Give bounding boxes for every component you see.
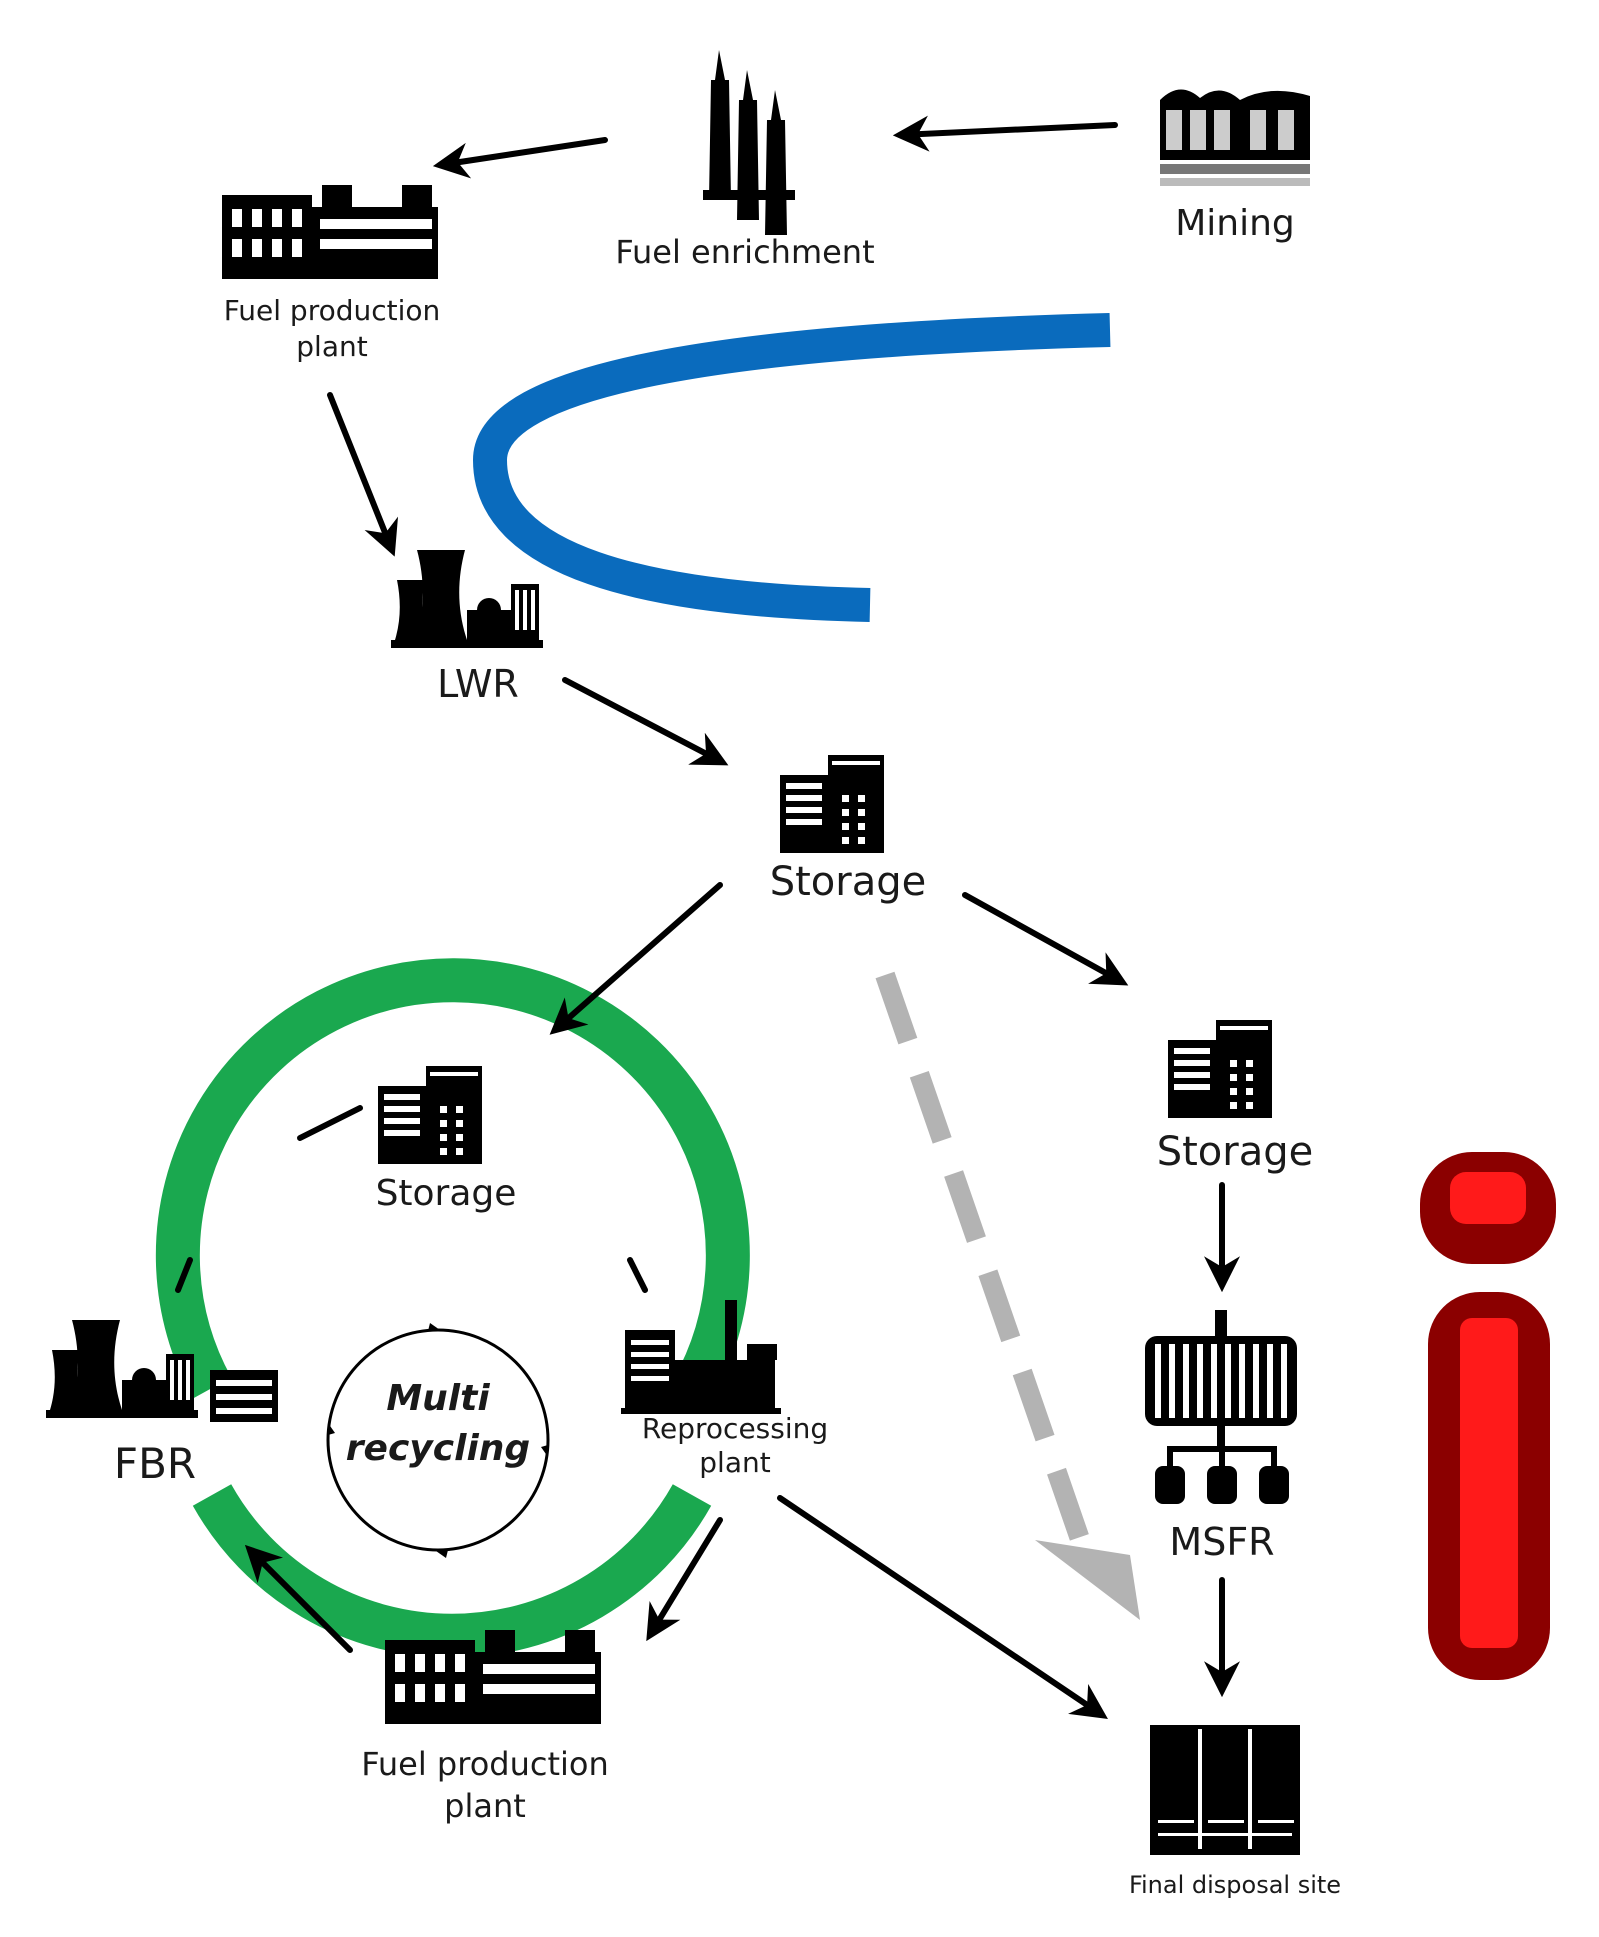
disposal-icon (1150, 1725, 1300, 1855)
lwr-label: LWR (437, 662, 519, 706)
flow-arrows (175, 115, 1240, 1720)
fuel-production-bottom-label-1: Fuel production (361, 1745, 609, 1783)
fbr-label: FBR (114, 1439, 196, 1488)
enrichment-icon (703, 50, 795, 235)
storage-center-label: Storage (770, 859, 927, 905)
reprocessing-icon (621, 1300, 781, 1414)
fuel-production-top-label-2: plant (296, 330, 367, 363)
reprocessing-label-2: plant (699, 1446, 770, 1479)
open-cycle-arc (472, 313, 1111, 622)
fuel-enrichment-label: Fuel enrichment (615, 233, 874, 271)
storage-icon (780, 755, 884, 853)
factory-icon (385, 1630, 601, 1724)
reprocessing-label-1: Reprocessing (642, 1412, 828, 1445)
storage-icon (1168, 1020, 1272, 1118)
storage-right-label: Storage (1157, 1129, 1314, 1175)
reactor-icon (391, 550, 543, 648)
multi-label: Multi (386, 1378, 490, 1419)
storage-icon (378, 1066, 482, 1164)
msfr-label: MSFR (1169, 1520, 1274, 1564)
direct-disposal-path (875, 971, 1140, 1620)
factory-icon (222, 185, 438, 279)
mining-icon (1160, 89, 1310, 186)
msfr-icon (1145, 1310, 1297, 1504)
mining-label: Mining (1175, 203, 1295, 244)
fuel-production-bottom-label-2: plant (444, 1787, 526, 1825)
recycling-label: recycling (346, 1428, 530, 1469)
storage-ring-label: Storage (376, 1173, 517, 1214)
info-icon (1420, 1152, 1556, 1680)
fuel-production-top-label-1: Fuel production (224, 294, 441, 327)
final-disposal-label: Final disposal site (1129, 1871, 1341, 1899)
